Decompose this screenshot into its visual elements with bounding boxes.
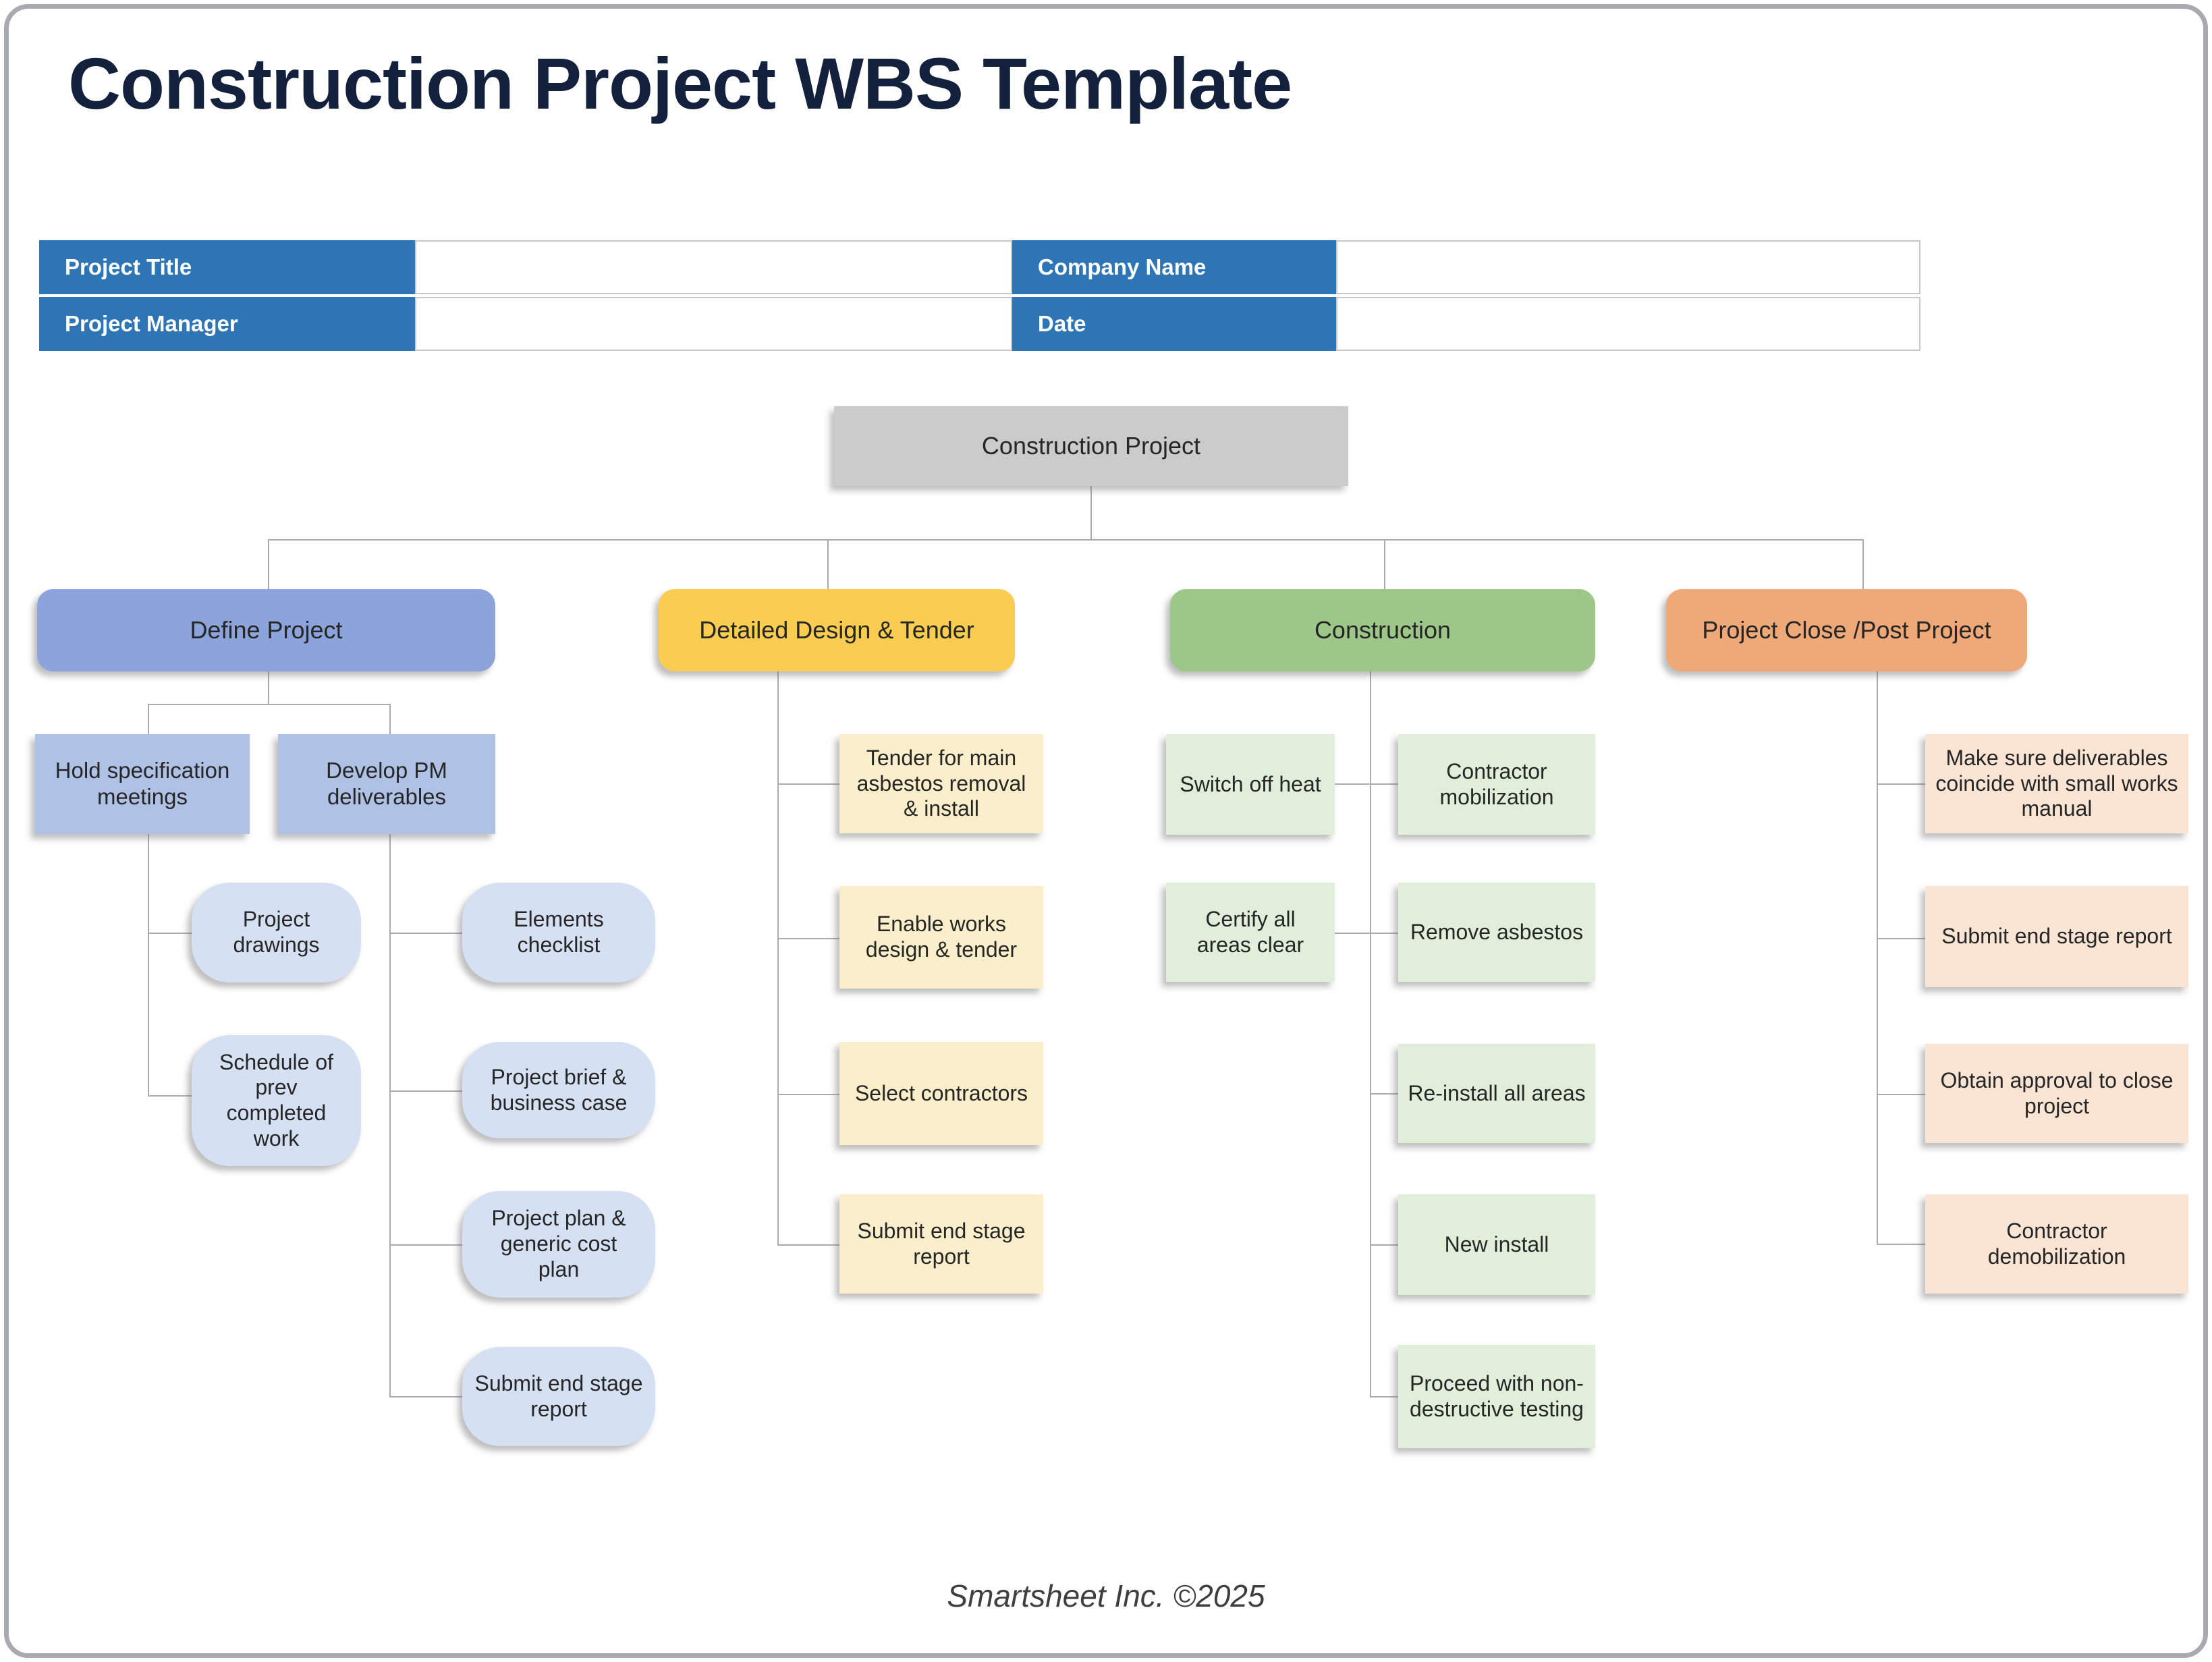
node-reinstall-all-areas: Re-install all areas xyxy=(1398,1044,1595,1143)
branch-define-project: Define Project xyxy=(37,589,495,671)
node-project-brief-business-case: Project brief & business case xyxy=(462,1042,655,1138)
node-elements-checklist: Elements checklist xyxy=(462,883,655,982)
page-title: Construction Project WBS Template xyxy=(68,43,1292,124)
date-label: Date xyxy=(1012,297,1336,351)
node-enable-works-design-tender: Enable works design & tender xyxy=(839,886,1043,989)
company-name-label: Company Name xyxy=(1012,240,1336,294)
node-hold-specification-meetings: Hold specification meetings xyxy=(35,734,250,834)
node-submit-end-stage-report-define: Submit end stage report xyxy=(462,1347,655,1446)
node-new-install: New install xyxy=(1398,1194,1595,1295)
branch-project-close: Project Close /Post Project xyxy=(1666,589,2027,671)
node-project-drawings: Project drawings xyxy=(192,883,361,982)
project-title-input[interactable] xyxy=(415,240,1012,294)
node-certify-all-areas-clear: Certify all areas clear xyxy=(1166,883,1335,982)
footer-attribution: Smartsheet Inc. ©2025 xyxy=(947,1578,1265,1613)
node-construction-project-root: Construction Project xyxy=(834,406,1348,486)
node-obtain-approval-close-project: Obtain approval to close project xyxy=(1925,1044,2188,1143)
wbs-template-card: Construction Project WBS Template Projec… xyxy=(4,4,2208,1658)
node-deliverables-coincide-small-works-manual: Make sure deliverables coincide with sma… xyxy=(1925,734,2188,833)
node-schedule-prev-completed-work: Schedule of prev completed work xyxy=(192,1035,361,1166)
node-project-plan-generic-cost-plan: Project plan & generic cost plan xyxy=(462,1191,655,1298)
project-manager-label: Project Manager xyxy=(39,297,415,351)
branch-construction: Construction xyxy=(1170,589,1595,671)
node-proceed-non-destructive-testing: Proceed with non-destructive testing xyxy=(1398,1345,1595,1448)
node-remove-asbestos: Remove asbestos xyxy=(1398,883,1595,982)
project-manager-input[interactable] xyxy=(415,297,1012,351)
branch-detailed-design-tender: Detailed Design & Tender xyxy=(659,589,1015,671)
node-develop-pm-deliverables: Develop PM deliverables xyxy=(278,734,495,834)
date-input[interactable] xyxy=(1336,297,1920,351)
node-tender-main-asbestos: Tender for main asbestos removal & insta… xyxy=(839,734,1043,833)
node-submit-end-stage-report-close: Submit end stage report xyxy=(1925,886,2188,987)
node-contractor-mobilization: Contractor mobilization xyxy=(1398,734,1595,835)
node-select-contractors: Select contractors xyxy=(839,1042,1043,1145)
node-contractor-demobilization: Contractor demobilization xyxy=(1925,1194,2188,1294)
company-name-input[interactable] xyxy=(1336,240,1920,294)
project-title-label: Project Title xyxy=(39,240,415,294)
node-switch-off-heat: Switch off heat xyxy=(1166,734,1335,835)
node-submit-end-stage-report-design: Submit end stage report xyxy=(839,1194,1043,1294)
